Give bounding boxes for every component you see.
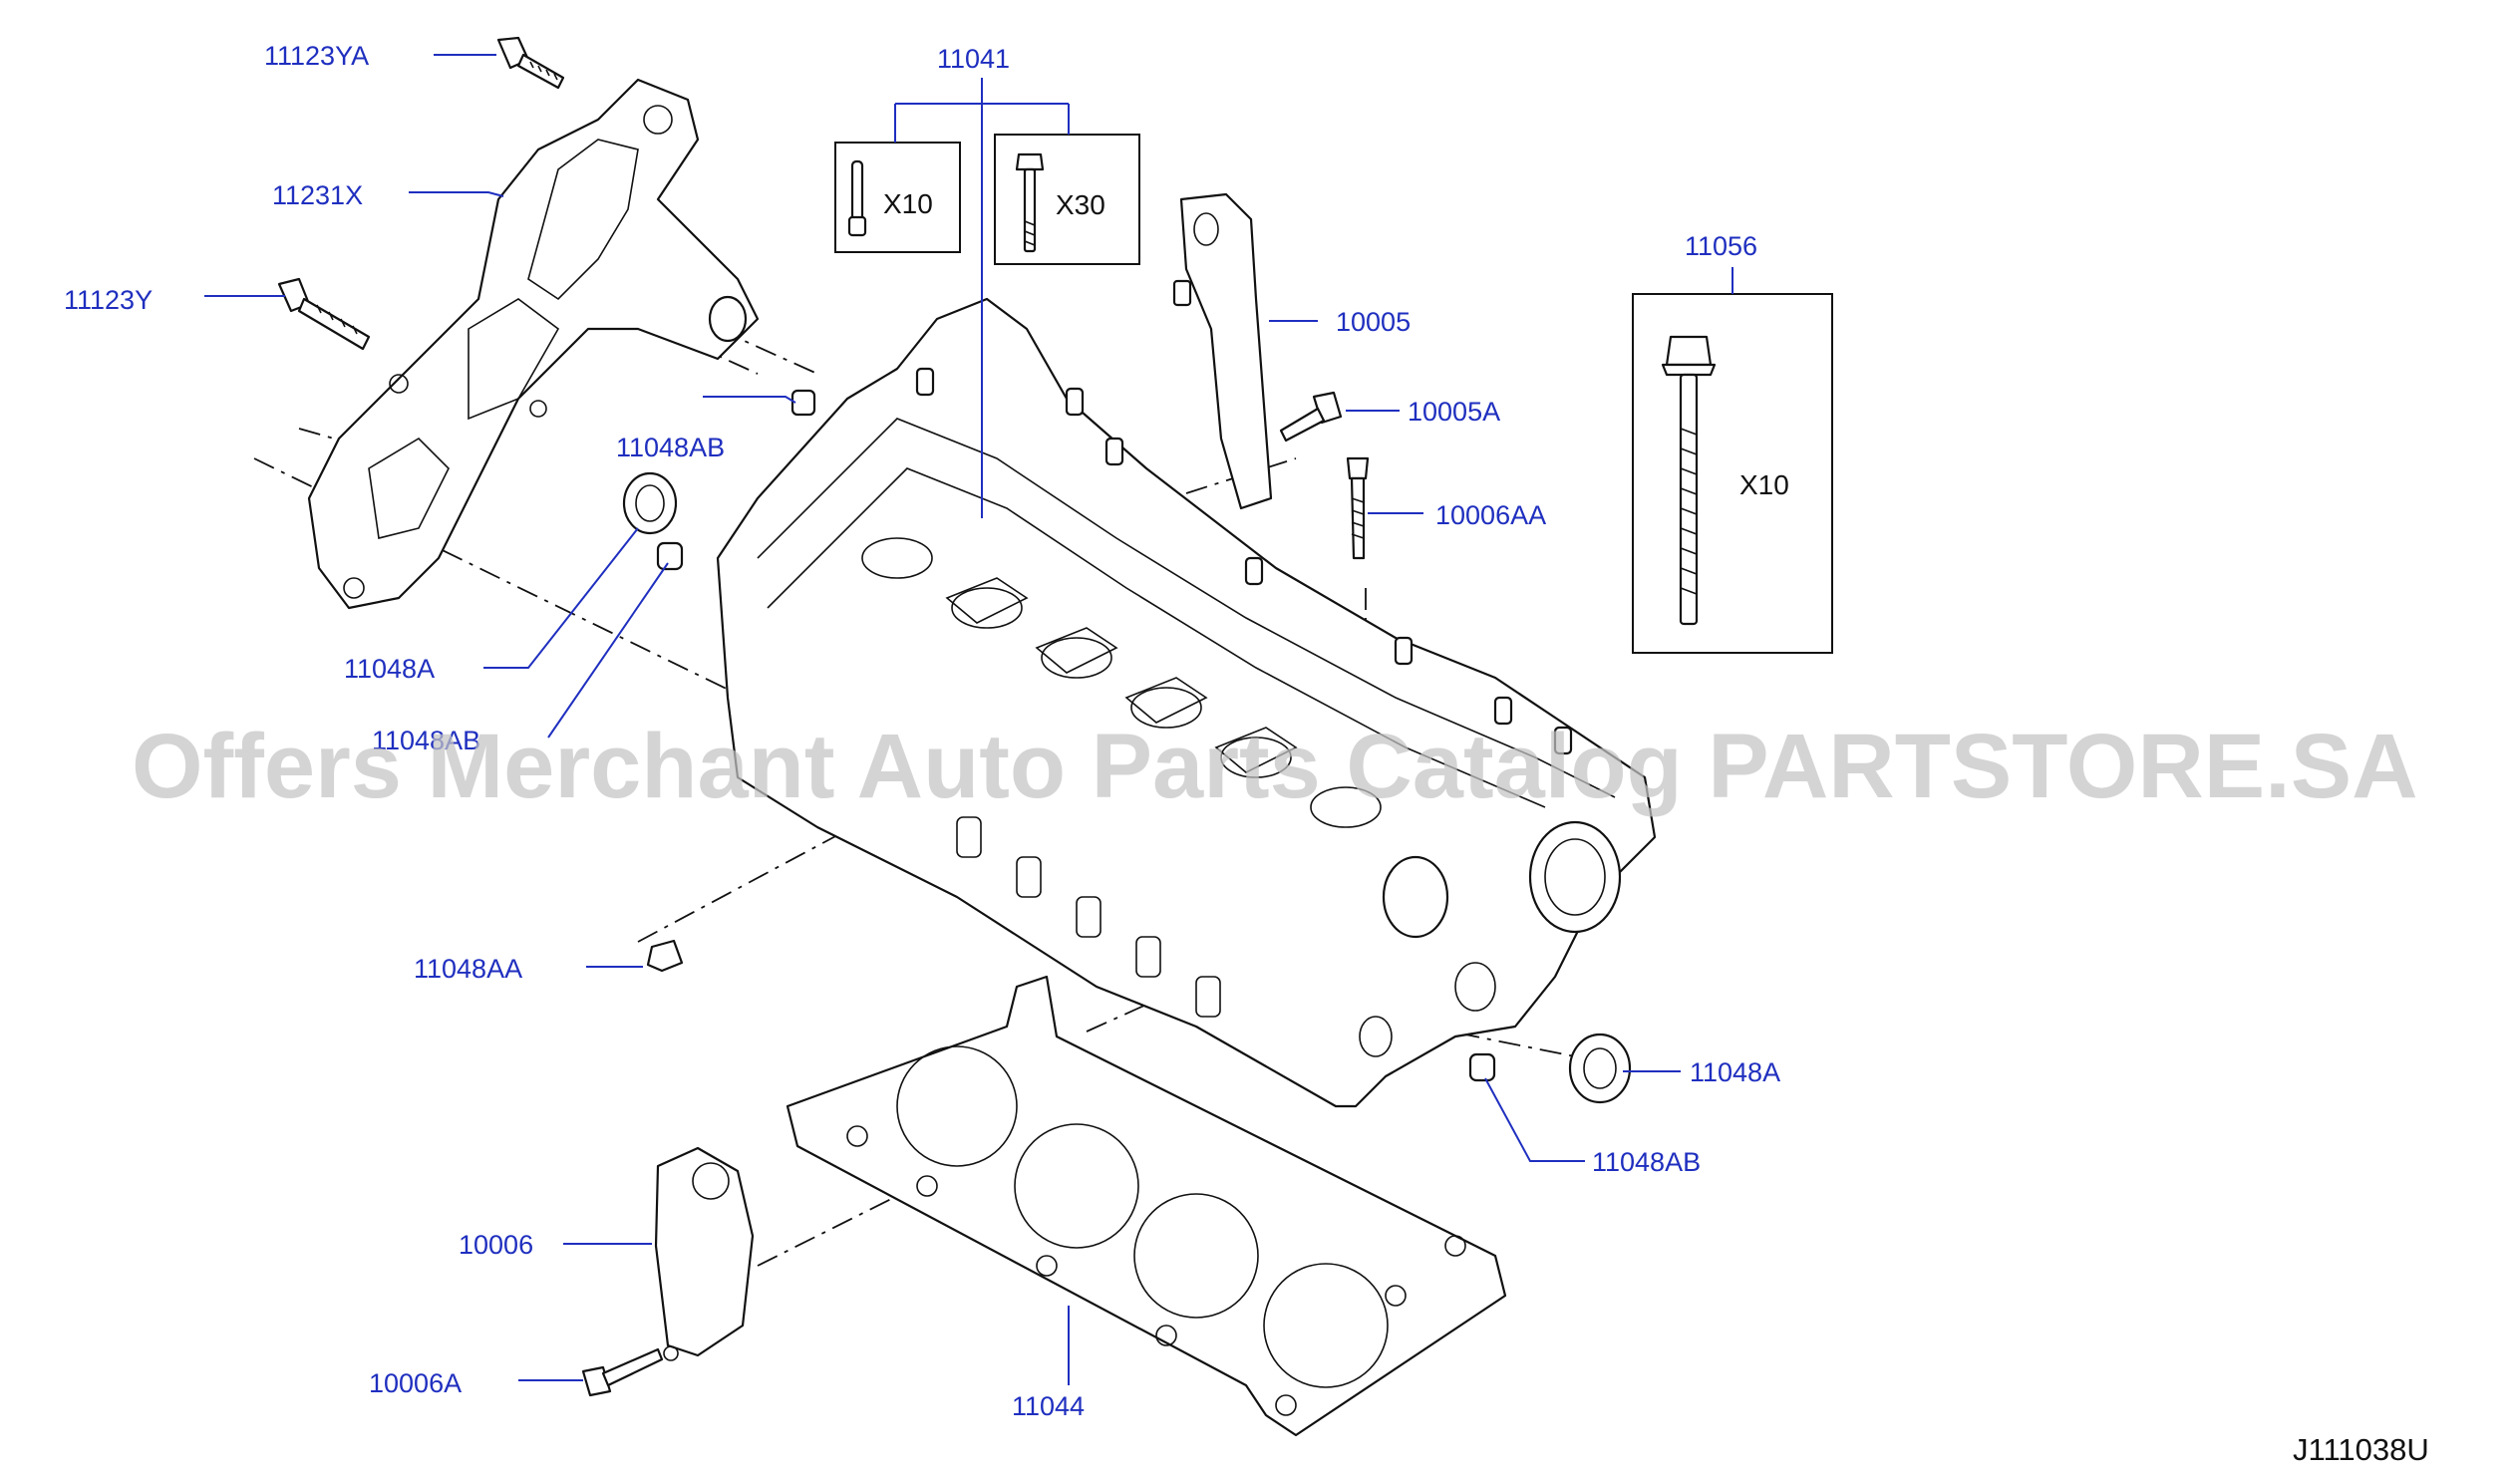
label-11123ya[interactable]: 11123YA bbox=[264, 41, 369, 71]
head-gasket-11044 bbox=[786, 975, 1507, 1437]
bolt-10006a bbox=[581, 1347, 664, 1397]
bolt-11123y bbox=[277, 277, 371, 351]
inset-x10-head-bolts: X10 bbox=[1632, 293, 1833, 654]
bracket-10005 bbox=[1172, 192, 1273, 510]
inset-x30-bolts: X30 bbox=[994, 134, 1140, 265]
label-11048aa[interactable]: 11048AA bbox=[414, 954, 522, 984]
plug-11048ab-right bbox=[1468, 1052, 1496, 1082]
inset-x10-pins: X10 bbox=[834, 142, 961, 253]
plug-11048aa bbox=[646, 939, 684, 973]
diagram-code: J111038U bbox=[2293, 1432, 2429, 1467]
label-11041[interactable]: 11041 bbox=[937, 44, 1010, 74]
label-10006[interactable]: 10006 bbox=[459, 1230, 533, 1260]
bolt-10006aa bbox=[1346, 456, 1370, 560]
label-10005a[interactable]: 10005A bbox=[1408, 397, 1500, 427]
label-11231x[interactable]: 11231X bbox=[272, 180, 363, 210]
qty-x10-head-bolts: X10 bbox=[1739, 469, 1789, 500]
label-11044[interactable]: 11044 bbox=[1012, 1391, 1085, 1421]
label-10006a[interactable]: 10006A bbox=[369, 1368, 462, 1398]
plug-11048ab-top bbox=[790, 389, 816, 417]
part-labels: 11123YA 11231X 11123Y 11048AB 11048A 110… bbox=[64, 41, 1780, 1421]
label-11056[interactable]: 11056 bbox=[1685, 231, 1757, 261]
bolt-11123ya bbox=[496, 36, 565, 90]
bracket-10006 bbox=[654, 1146, 755, 1361]
bolt-10005a bbox=[1279, 391, 1343, 443]
label-11123y[interactable]: 11123Y bbox=[64, 285, 153, 315]
leader-lines bbox=[204, 54, 1733, 1385]
watermark-text: Offers Merchant Auto Parts Catalog PARTS… bbox=[132, 716, 2418, 817]
engine-bracket-11231x bbox=[307, 78, 760, 610]
label-10006aa[interactable]: 10006AA bbox=[1435, 500, 1546, 530]
label-11048a-left[interactable]: 11048A bbox=[344, 654, 435, 684]
label-11048ab-top[interactable]: 11048AB bbox=[616, 433, 725, 462]
plug-11048a-left bbox=[622, 471, 678, 535]
plug-11048ab-left bbox=[656, 541, 684, 571]
plug-11048a-right bbox=[1568, 1033, 1632, 1104]
label-11048a-right[interactable]: 11048A bbox=[1690, 1057, 1780, 1087]
qty-x10-pins: X10 bbox=[883, 188, 933, 219]
cylinder-head-11041 bbox=[716, 297, 1657, 1108]
label-10005[interactable]: 10005 bbox=[1336, 307, 1411, 337]
label-11048ab-left[interactable]: 11048AB bbox=[372, 726, 480, 755]
label-11048ab-right[interactable]: 11048AB bbox=[1592, 1147, 1701, 1177]
qty-x30-bolts: X30 bbox=[1056, 189, 1105, 220]
